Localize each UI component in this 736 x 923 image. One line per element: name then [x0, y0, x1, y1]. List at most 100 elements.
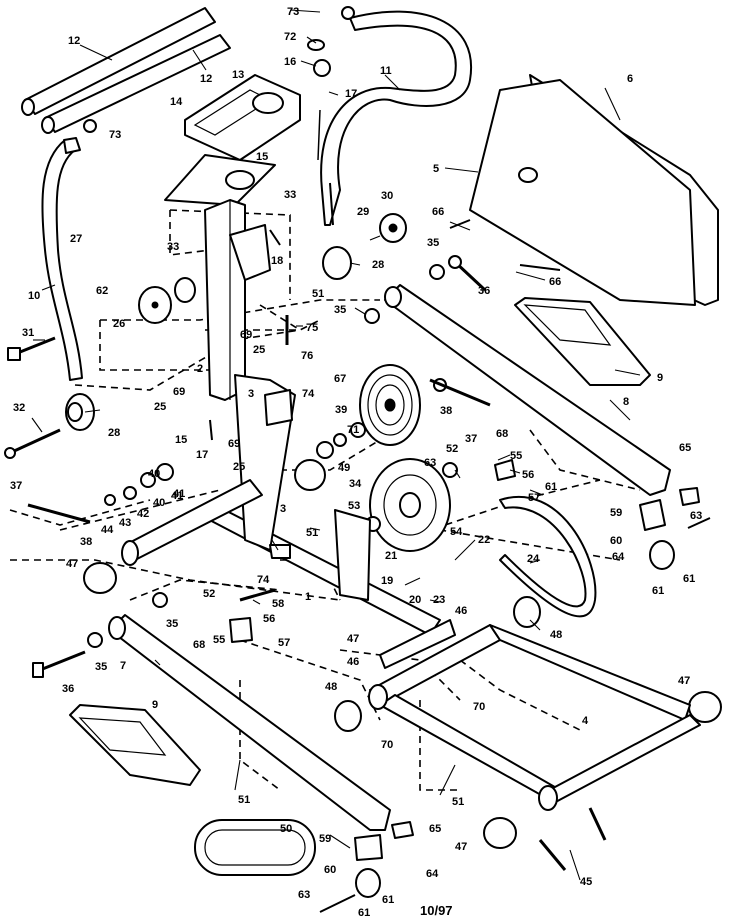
callout: 22 — [478, 534, 490, 546]
callout: 68 — [496, 428, 508, 440]
callout: 9 — [657, 372, 663, 384]
callout: 73 — [287, 6, 299, 18]
callout: 58 — [272, 598, 284, 610]
callout: 71 — [347, 424, 359, 436]
callout: 33 — [284, 189, 296, 201]
callout: 64 — [426, 868, 439, 880]
callout: 41 — [171, 490, 183, 502]
callout: 25 — [233, 461, 245, 473]
callout: 63 — [424, 457, 436, 469]
callout: 53 — [348, 500, 360, 512]
callout: 30 — [381, 190, 393, 202]
pulleys-and-wheels — [65, 39, 722, 898]
callout: 28 — [372, 259, 384, 271]
left-handle-arm — [41, 137, 83, 381]
callout: 31 — [22, 327, 34, 339]
callout: 51 — [452, 796, 464, 808]
callout: 47 — [66, 558, 78, 570]
callout: 65 — [679, 442, 691, 454]
callout: 15 — [175, 434, 187, 446]
callout: 50 — [280, 823, 292, 835]
callout: 25 — [253, 344, 265, 356]
callout: 4 — [582, 715, 589, 727]
callout: 74 — [257, 574, 270, 586]
callout: 56 — [263, 613, 275, 625]
callout: 70 — [473, 701, 485, 713]
callout: 18 — [271, 255, 283, 267]
callout: 37 — [10, 480, 22, 492]
callout: 67 — [334, 373, 346, 385]
callout: 3 — [248, 388, 254, 400]
callout: 54 — [450, 526, 463, 538]
callout: 16 — [284, 56, 296, 68]
callout: 63 — [298, 889, 310, 901]
callout: 47 — [455, 841, 467, 853]
callout: 65 — [429, 823, 441, 835]
callout: 72 — [284, 31, 296, 43]
callout: 51 — [238, 794, 250, 806]
callout: 74 — [302, 388, 315, 400]
callout: 10 — [28, 290, 40, 302]
callout: 61 — [382, 894, 394, 906]
callout: 26 — [113, 318, 125, 330]
callout: 69 — [240, 329, 252, 341]
callout: 35 — [166, 618, 178, 630]
callout: 76 — [301, 350, 313, 362]
callout: 52 — [203, 588, 215, 600]
callout: 66 — [432, 206, 444, 218]
callout: 23 — [433, 594, 445, 606]
callout: 59 — [610, 507, 622, 519]
callout: 62 — [96, 285, 108, 297]
callout-labels: 12 12 13 14 73 15 33 2 33 16 72 73 17 11… — [10, 6, 702, 919]
callout: 55 — [213, 634, 225, 646]
callout: 35 — [427, 237, 439, 249]
callout: 13 — [232, 69, 244, 81]
callout: 45 — [580, 876, 592, 888]
callout: 24 — [527, 553, 540, 565]
pedals — [69, 297, 651, 786]
bolts-and-pins — [4, 109, 711, 913]
callout: 73 — [109, 129, 121, 141]
callout: 32 — [13, 402, 25, 414]
callout: 12 — [68, 35, 80, 47]
callout: 20 — [409, 594, 421, 606]
callout: 61 — [652, 585, 664, 597]
callout: 19 — [381, 575, 393, 587]
callout: 69 — [173, 386, 185, 398]
callout: 46 — [455, 605, 467, 617]
callout: 47 — [678, 675, 690, 687]
callout: 48 — [325, 681, 337, 693]
callout: 51 — [306, 527, 318, 539]
callout: 61 — [545, 481, 557, 493]
callout: 36 — [478, 285, 490, 297]
callout: 59 — [319, 833, 331, 845]
callout: 46 — [347, 656, 359, 668]
callout: 41 — [173, 488, 185, 500]
callout: 39 — [335, 404, 347, 416]
callout: 69 — [228, 438, 240, 450]
callout: 61 — [358, 907, 370, 919]
callout: 40 — [148, 468, 160, 480]
callout: 48 — [550, 629, 562, 641]
callout: 51 — [312, 288, 324, 300]
console — [164, 74, 301, 206]
callout: 25 — [154, 401, 166, 413]
callout: 5 — [433, 163, 439, 175]
callout: 3 — [280, 503, 286, 515]
pedal-arm-right — [384, 284, 671, 496]
callout: 43 — [119, 517, 131, 529]
callout: 34 — [349, 478, 362, 490]
rear-stabilizer — [368, 624, 701, 811]
callout: 1 — [305, 591, 311, 603]
callout: 61 — [683, 573, 695, 585]
date-code: 10/97 — [420, 903, 453, 918]
pedal-arm-left — [108, 614, 391, 831]
callout: 56 — [522, 469, 534, 481]
callout: 33 — [167, 241, 179, 253]
callout: 27 — [70, 233, 82, 245]
callout: 44 — [101, 524, 114, 536]
callout: 15 — [256, 151, 268, 163]
callout: 8 — [623, 396, 629, 408]
callout: 2 — [197, 363, 203, 375]
callout: 35 — [95, 661, 107, 673]
